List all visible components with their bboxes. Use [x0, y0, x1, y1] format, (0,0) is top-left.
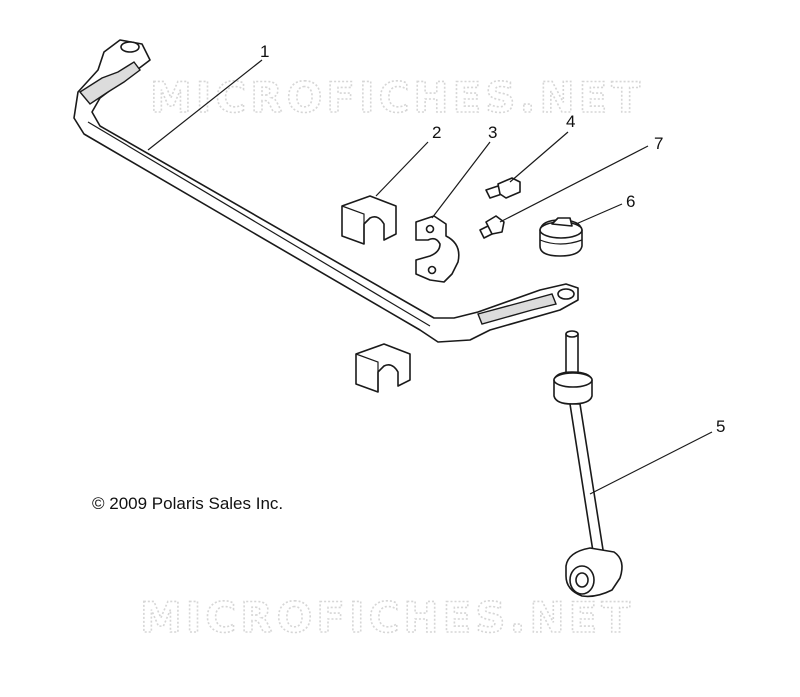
- left-end-hole: [120, 41, 140, 53]
- watermark-top: MICROFICHES.NET: [150, 73, 644, 122]
- leader-lines: [147, 59, 713, 495]
- nut-body: [485, 215, 505, 235]
- clamp-hole-top: [425, 224, 435, 234]
- link-collar-top: [553, 372, 593, 388]
- leader-1: [147, 59, 263, 151]
- callout-3: 3: [488, 123, 497, 142]
- watermark-bottom: MICROFICHES.NET: [140, 593, 634, 642]
- bolt: [485, 177, 521, 199]
- stabilizer-bar: [73, 39, 579, 343]
- bushing-upper-outline: [341, 195, 397, 245]
- callout-1: 1: [260, 42, 269, 61]
- grommet: [539, 217, 583, 257]
- nut: [479, 215, 505, 239]
- stabilizer-link: [553, 330, 623, 598]
- grommet-band: [539, 239, 583, 245]
- clamp-bracket-outline: [415, 215, 460, 283]
- leader-3: [431, 141, 491, 219]
- callout-2: 2: [432, 123, 441, 142]
- bushing-lower-outline: [355, 343, 411, 393]
- leader-4: [509, 131, 569, 183]
- link-shaft: [569, 403, 605, 559]
- callout-labels: 1 2 3 4 5 6 7: [260, 42, 725, 436]
- leader-2: [375, 141, 429, 197]
- leader-7: [499, 145, 649, 223]
- link-lower-eye-inner: [575, 572, 589, 588]
- clamp-hole-bottom: [427, 265, 437, 275]
- leader-5: [589, 431, 713, 495]
- bar-highlight: [87, 121, 431, 327]
- callout-4: 4: [566, 112, 575, 131]
- bolt-head: [497, 177, 521, 199]
- right-end-hole: [557, 288, 575, 300]
- link-stud-end: [565, 330, 579, 338]
- callout-5: 5: [716, 417, 725, 436]
- leader-6: [575, 203, 623, 225]
- copyright-notice: © 2009 Polaris Sales Inc.: [92, 494, 284, 513]
- callout-7: 7: [654, 134, 663, 153]
- callout-6: 6: [626, 192, 635, 211]
- bushing-lower: [355, 343, 411, 393]
- bushing-upper: [341, 195, 397, 245]
- bushing-upper-edge: [341, 205, 365, 244]
- clamp-bracket: [415, 215, 460, 283]
- grommet-nub: [551, 217, 573, 227]
- bushing-lower-edge: [355, 353, 379, 392]
- right-end-sleeve: [477, 293, 557, 325]
- left-end-sleeve: [78, 61, 141, 105]
